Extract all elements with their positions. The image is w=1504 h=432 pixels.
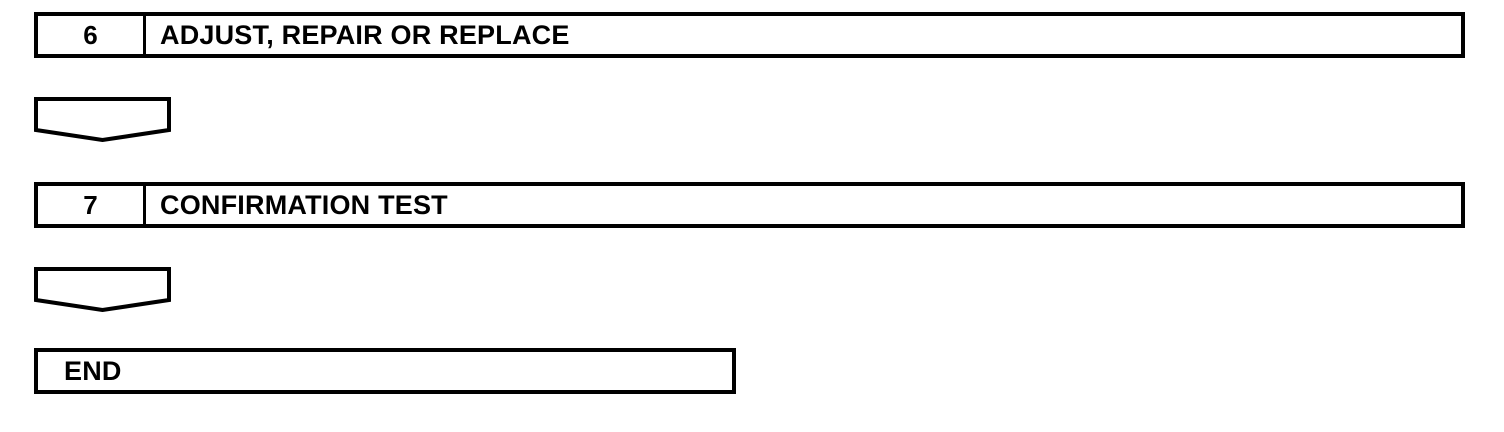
chevron-polygon — [34, 97, 171, 142]
down-chevron-icon-2 — [34, 267, 171, 312]
chevron-polygon — [34, 267, 171, 312]
step-number-cell: 6 — [38, 16, 146, 54]
step-label-cell: ADJUST, REPAIR OR REPLACE — [160, 19, 570, 50]
step-label-cell: CONFIRMATION TEST — [160, 189, 448, 220]
flowchart-end-terminator[interactable]: END — [34, 348, 736, 394]
flowchart-step-7[interactable]: 7 CONFIRMATION TEST — [34, 182, 1465, 228]
chevron-shape — [34, 97, 171, 142]
step-number-cell: 7 — [38, 186, 146, 224]
flowchart-step-6[interactable]: 6 ADJUST, REPAIR OR REPLACE — [34, 12, 1465, 58]
chevron-shape — [34, 267, 171, 312]
down-chevron-icon-1 — [34, 97, 171, 142]
end-label: END — [64, 355, 122, 386]
